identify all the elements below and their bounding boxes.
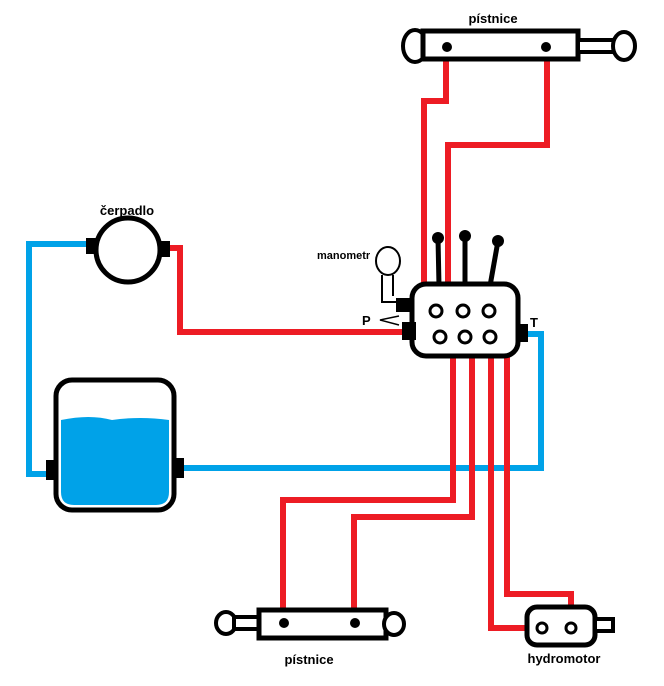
gauge-stem — [381, 275, 399, 303]
tank-fluid — [61, 417, 169, 505]
valve-hole-bottom-middle — [457, 329, 473, 345]
valve-lever-1 — [435, 237, 442, 287]
valve-port-t-fitting — [516, 324, 528, 342]
suction-line — [26, 241, 88, 477]
gauge-label: manometr — [317, 250, 371, 262]
valve-lever-2-knob — [459, 230, 471, 242]
motor-port-a — [535, 621, 549, 635]
return-lines — [26, 241, 544, 477]
bottom-cylinder-port-a — [279, 618, 289, 628]
valve-hole-bottom-left — [432, 329, 448, 345]
gauge-dial — [375, 246, 401, 276]
motor-shaft — [593, 617, 615, 633]
valve-hole-top-left — [428, 303, 444, 319]
valve-hole-top-right — [481, 303, 497, 319]
port-t-label: T — [530, 315, 538, 330]
bottom-cylinder — [214, 607, 406, 641]
pump — [86, 215, 170, 285]
valve-lever-1-knob — [432, 232, 444, 244]
bottom-cylinder-barrel — [256, 607, 389, 641]
pump-body — [93, 215, 163, 285]
tank-return-line — [180, 331, 544, 471]
bottom-cylinder-rod — [232, 615, 261, 631]
top-cylinder-port-b — [541, 42, 551, 52]
motor-label: hydromotor — [528, 651, 601, 666]
port-p-label: P — [362, 313, 371, 328]
valve-port-p-fitting — [402, 322, 416, 340]
pump-inlet-port — [86, 238, 98, 254]
top-cylinder-right-eye — [611, 30, 637, 62]
hydraulic-motor — [524, 604, 615, 648]
motor-port-b — [564, 621, 578, 635]
control-valve — [402, 230, 528, 359]
bottom-cylinder-line-a — [280, 331, 460, 622]
tank-suction-port — [46, 460, 58, 480]
top-cylinder-label: pístnice — [468, 11, 517, 26]
valve-body — [409, 281, 521, 359]
bottom-cylinder-port-b — [350, 618, 360, 628]
bottom-cylinder-right-eye — [382, 611, 406, 637]
top-cylinder-port-a — [442, 42, 452, 52]
tank — [46, 377, 184, 513]
bottom-cylinder-label: pístnice — [284, 652, 333, 667]
gauge-connector — [396, 298, 412, 312]
bottom-cylinder-line-b — [351, 334, 475, 622]
pump-outlet-port — [158, 241, 170, 257]
valve-lever-3 — [487, 240, 501, 287]
port-p-arrow — [379, 315, 400, 326]
top-cylinder — [401, 28, 637, 64]
valve-hole-bottom-right — [482, 329, 498, 345]
pump-to-valve-line — [170, 245, 402, 335]
top-cylinder-rod — [576, 38, 616, 54]
valve-lever-3-knob — [492, 235, 504, 247]
tank-return-port — [172, 458, 184, 478]
pressure-gauge — [375, 246, 412, 326]
valve-hole-top-middle — [455, 303, 471, 319]
pump-label: čerpadlo — [100, 203, 154, 218]
